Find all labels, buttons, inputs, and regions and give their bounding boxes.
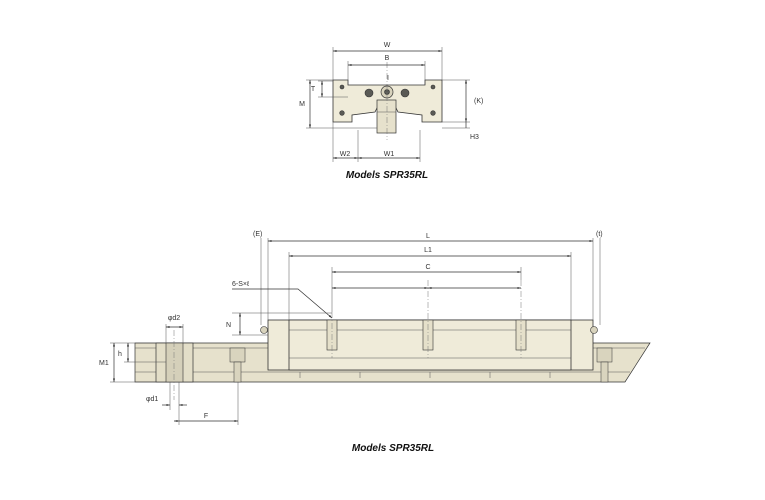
caption-bottom: Models SPR35RL (352, 443, 434, 454)
dim-label-M: M (299, 101, 305, 108)
dim-label-h: h (118, 351, 122, 358)
ball-recess-left (364, 88, 374, 98)
dim-label-B: B (385, 55, 390, 62)
side-view: (E) (t) L L1 C 6-S×ℓ N φd2 (99, 231, 651, 425)
rail-front-profile (376, 99, 397, 134)
dim-label-W: W (384, 42, 391, 49)
dim-label-S: 6-S×ℓ (232, 281, 250, 288)
dim-label-W1: W1 (384, 151, 395, 158)
dim-label-L1: L1 (424, 247, 432, 254)
dim-label-I: I (387, 75, 389, 82)
dim-label-T: T (311, 86, 316, 93)
dim-label-E: (E) (253, 231, 262, 238)
dim-label-t: (t) (596, 231, 603, 238)
tapped-holes (326, 280, 527, 358)
dim-label-L: L (426, 233, 430, 240)
dim-label-M1: M1 (99, 360, 109, 367)
dim-label-W2: W2 (340, 151, 351, 158)
rail-holes (229, 347, 613, 383)
dim-label-N: N (226, 322, 231, 329)
caption-top: Models SPR35RL (346, 170, 428, 181)
dim-label-F: F (204, 413, 208, 420)
grease-nipple (260, 326, 268, 334)
dim-label-d1: φd1 (146, 396, 158, 403)
ball-recess-right (400, 88, 410, 98)
front-view: W B I T M (K) H3 W2 W1 (299, 42, 483, 162)
dim-label-d2: φd2 (168, 315, 180, 322)
dim-label-H3: H3 (470, 134, 479, 141)
dim-label-K: (K) (474, 98, 483, 105)
dim-label-C: C (425, 264, 430, 271)
